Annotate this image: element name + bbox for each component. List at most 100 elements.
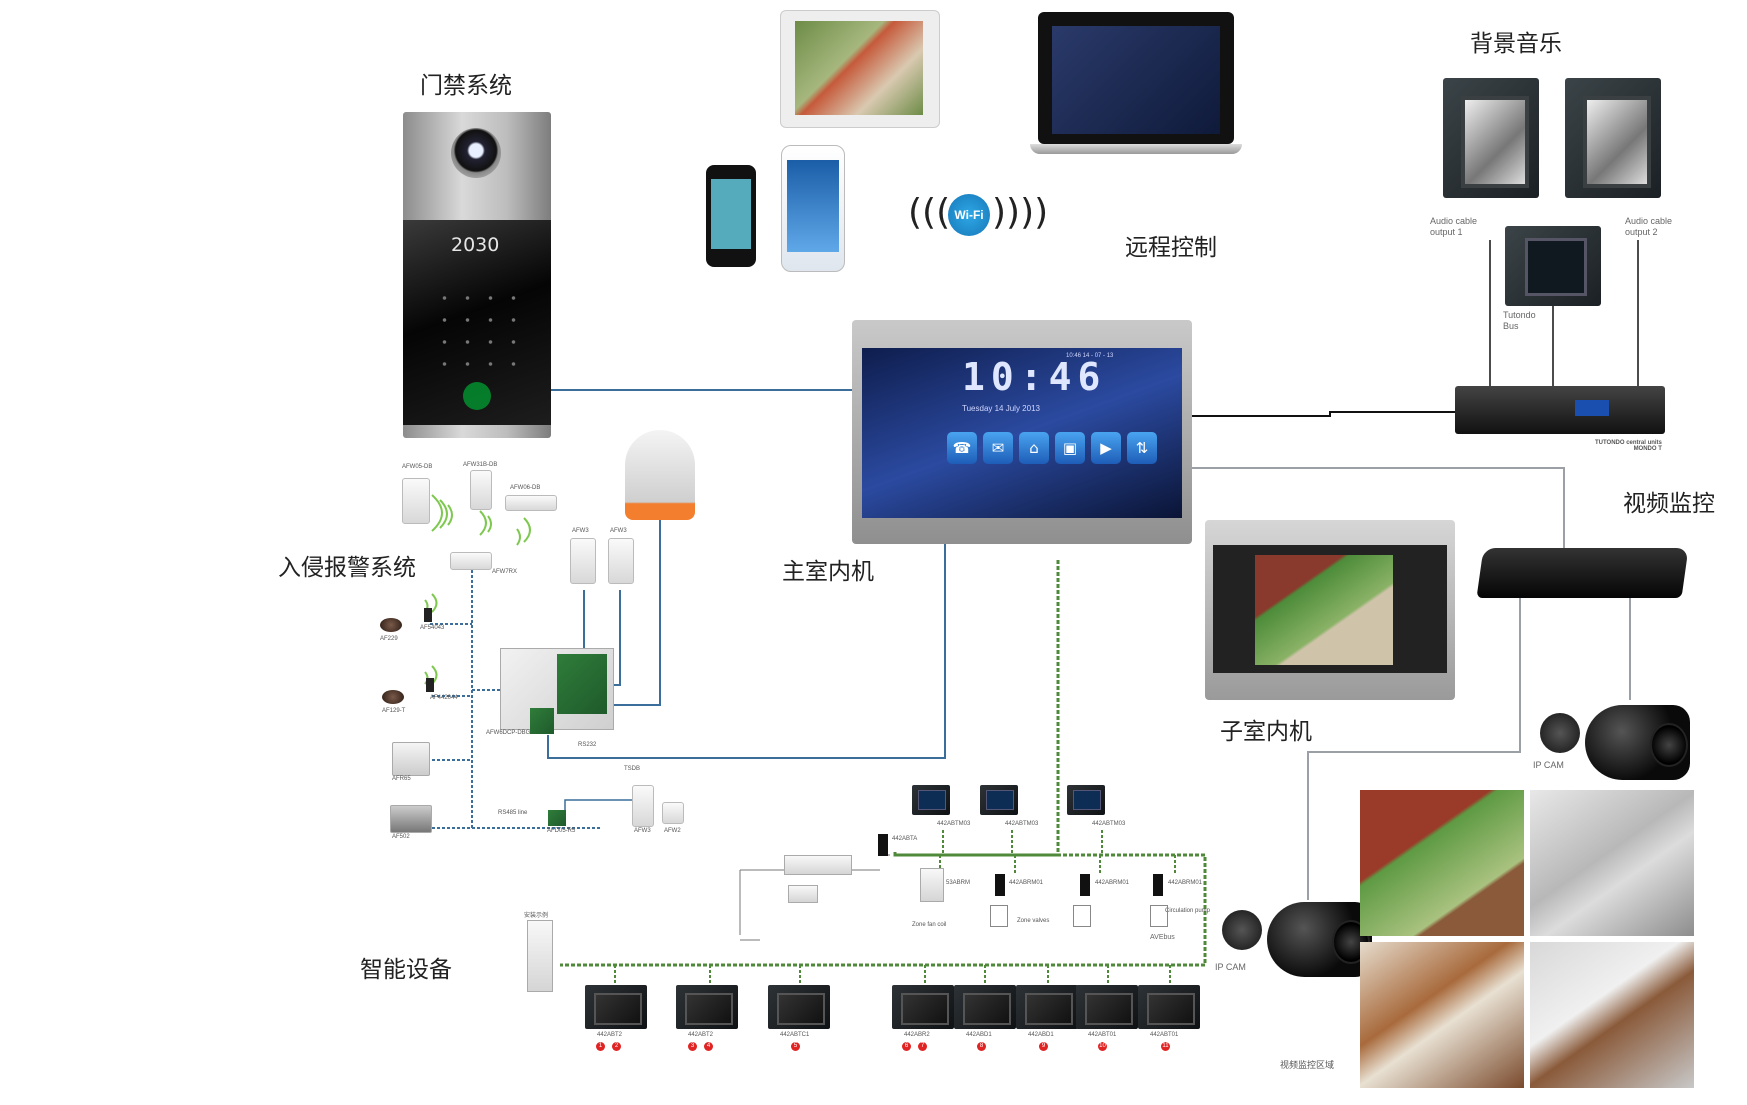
wall-switch-5 xyxy=(954,985,1016,1029)
wireless-arcs-1 xyxy=(431,494,453,532)
door-contact-sensor xyxy=(470,470,492,510)
label-main-monitor: 主室内机 xyxy=(782,559,874,585)
wire-monitor-to-alarm xyxy=(547,544,946,759)
wireless-arcs-2 xyxy=(479,510,492,536)
keypad-icon xyxy=(433,287,523,377)
rfid-reader-icon xyxy=(463,382,491,410)
rs485-label: RS485 line xyxy=(498,810,528,816)
zone-fan-coil-label: Zone fan coil xyxy=(912,922,947,928)
monitor-clock: 10:46 xyxy=(962,355,1107,399)
label-background-music: 背景音乐 xyxy=(1470,31,1562,57)
wall-switch-8 xyxy=(1138,985,1200,1029)
wall-switch-4 xyxy=(892,985,954,1029)
label-smart-devices: 智能设备 xyxy=(360,957,452,983)
wireless-arcs-3 xyxy=(516,517,531,546)
label-remote-control: 远程控制 xyxy=(1125,235,1217,261)
alarm-keypad-2 xyxy=(390,805,432,833)
surveillance-area-label: 视频监控区域 xyxy=(1280,1060,1335,1070)
bus-interface-module xyxy=(878,834,888,856)
music-speaker-plate-1 xyxy=(1443,78,1539,198)
android-phone-device xyxy=(781,145,845,272)
relay-module-4 xyxy=(1153,874,1163,896)
sub-indoor-monitor xyxy=(1205,520,1455,700)
alarm-siren xyxy=(625,430,695,520)
camera-lens-icon xyxy=(451,128,501,178)
bus-top-row xyxy=(560,853,1207,967)
control-board xyxy=(557,654,607,714)
wire-alarm-siren xyxy=(612,520,661,706)
pir-sensor-4 xyxy=(632,785,654,827)
tag-reader-2 xyxy=(426,678,434,692)
zone-valves-label: Zone valves xyxy=(1017,918,1050,924)
sub-monitor-camera-view xyxy=(1255,555,1393,665)
monitor-app-icons: ☎ ✉ ⌂ ▣ ▶ ⇅ xyxy=(947,432,1157,464)
expansion-board xyxy=(530,708,554,734)
ip-cam-2-label: IP CAM xyxy=(1215,962,1246,972)
tablet-screen xyxy=(795,21,923,115)
music-output1-label: Audio cable output 1 xyxy=(1430,216,1478,237)
hvac-module xyxy=(788,885,818,903)
gateway-module xyxy=(784,855,852,875)
pir-sensor-3 xyxy=(608,538,634,584)
alarm-control-panel xyxy=(500,648,614,730)
pump-icon xyxy=(1150,905,1168,927)
music-control-panel xyxy=(1505,226,1601,306)
zone-valve-icon-2 xyxy=(1073,905,1091,927)
wire-monitor-to-router xyxy=(1192,467,1565,548)
pir-sensor-1 xyxy=(402,478,430,524)
bus-power-supply xyxy=(527,920,553,992)
tag-reader-1 xyxy=(424,608,432,622)
label-video-surveillance: 视频监控 xyxy=(1623,491,1715,517)
pir-sensor-5 xyxy=(662,802,684,824)
door-station: 2030 xyxy=(403,112,551,438)
phone-screen xyxy=(787,160,839,252)
circulation-pump-label: Circulation pump xyxy=(1165,908,1211,914)
main-indoor-monitor: 10:46 14 - 07 - 13 10:46 Tuesday 14 July… xyxy=(852,320,1192,544)
iphone-device xyxy=(706,165,756,267)
tablet-device xyxy=(780,10,940,128)
wall-switch-7 xyxy=(1076,985,1138,1029)
phone-screen xyxy=(711,179,751,249)
label-access-control: 门禁系统 xyxy=(420,73,512,99)
network-video-recorder xyxy=(1476,548,1689,598)
music-central-unit xyxy=(1455,386,1665,434)
laptop-screen xyxy=(1052,26,1220,134)
wifi-icon: (((( Wi-Fi )))) xyxy=(908,190,1048,240)
music-unit-caption: TUTONDO central units MONDO T xyxy=(1595,440,1662,452)
bus-drops-modules xyxy=(939,855,1176,875)
key-fob-2 xyxy=(382,690,404,704)
relay-module-1 xyxy=(920,868,944,902)
bus-drops-switches xyxy=(614,965,1171,985)
ip-cam-1-label: IP CAM xyxy=(1533,760,1564,770)
wire-rs485 xyxy=(564,799,640,810)
home-automation-icon: ⌂ xyxy=(1019,432,1049,464)
wire-router-to-cam2 xyxy=(1307,598,1521,900)
music-bus-label: Tutondo Bus xyxy=(1503,310,1536,331)
door-station-number: 2030 xyxy=(451,234,500,256)
messages-icon: ✉ xyxy=(983,432,1013,464)
wire-monitor-to-music xyxy=(1192,411,1455,417)
relay-module-3 xyxy=(1080,874,1090,896)
wall-switch-3 xyxy=(768,985,830,1029)
surveillance-rooms-image xyxy=(1360,790,1698,1090)
wireless-receiver xyxy=(450,552,492,570)
recordings-icon: ▶ xyxy=(1091,432,1121,464)
monitor-icon: ▣ xyxy=(1055,432,1085,464)
laptop-device xyxy=(1030,12,1242,162)
wall-switch-6 xyxy=(1016,985,1078,1029)
zone-valve-icon xyxy=(990,905,1008,927)
label-sub-monitor: 子室内机 xyxy=(1220,719,1312,745)
ip-camera-1 xyxy=(1540,695,1690,790)
wifi-badge: Wi-Fi xyxy=(948,194,990,236)
touch-panel-1 xyxy=(912,785,950,815)
elevator-icon: ⇅ xyxy=(1127,432,1157,464)
unit-display xyxy=(1575,400,1609,416)
touch-panel-3 xyxy=(1067,785,1105,815)
pir-sensor-2 xyxy=(570,538,596,584)
ip-camera-2 xyxy=(1222,892,1372,987)
music-speaker-plate-2 xyxy=(1565,78,1661,198)
key-fob-1 xyxy=(380,618,402,632)
rs485-module xyxy=(548,810,566,826)
camera-lens-icon xyxy=(1650,723,1688,767)
